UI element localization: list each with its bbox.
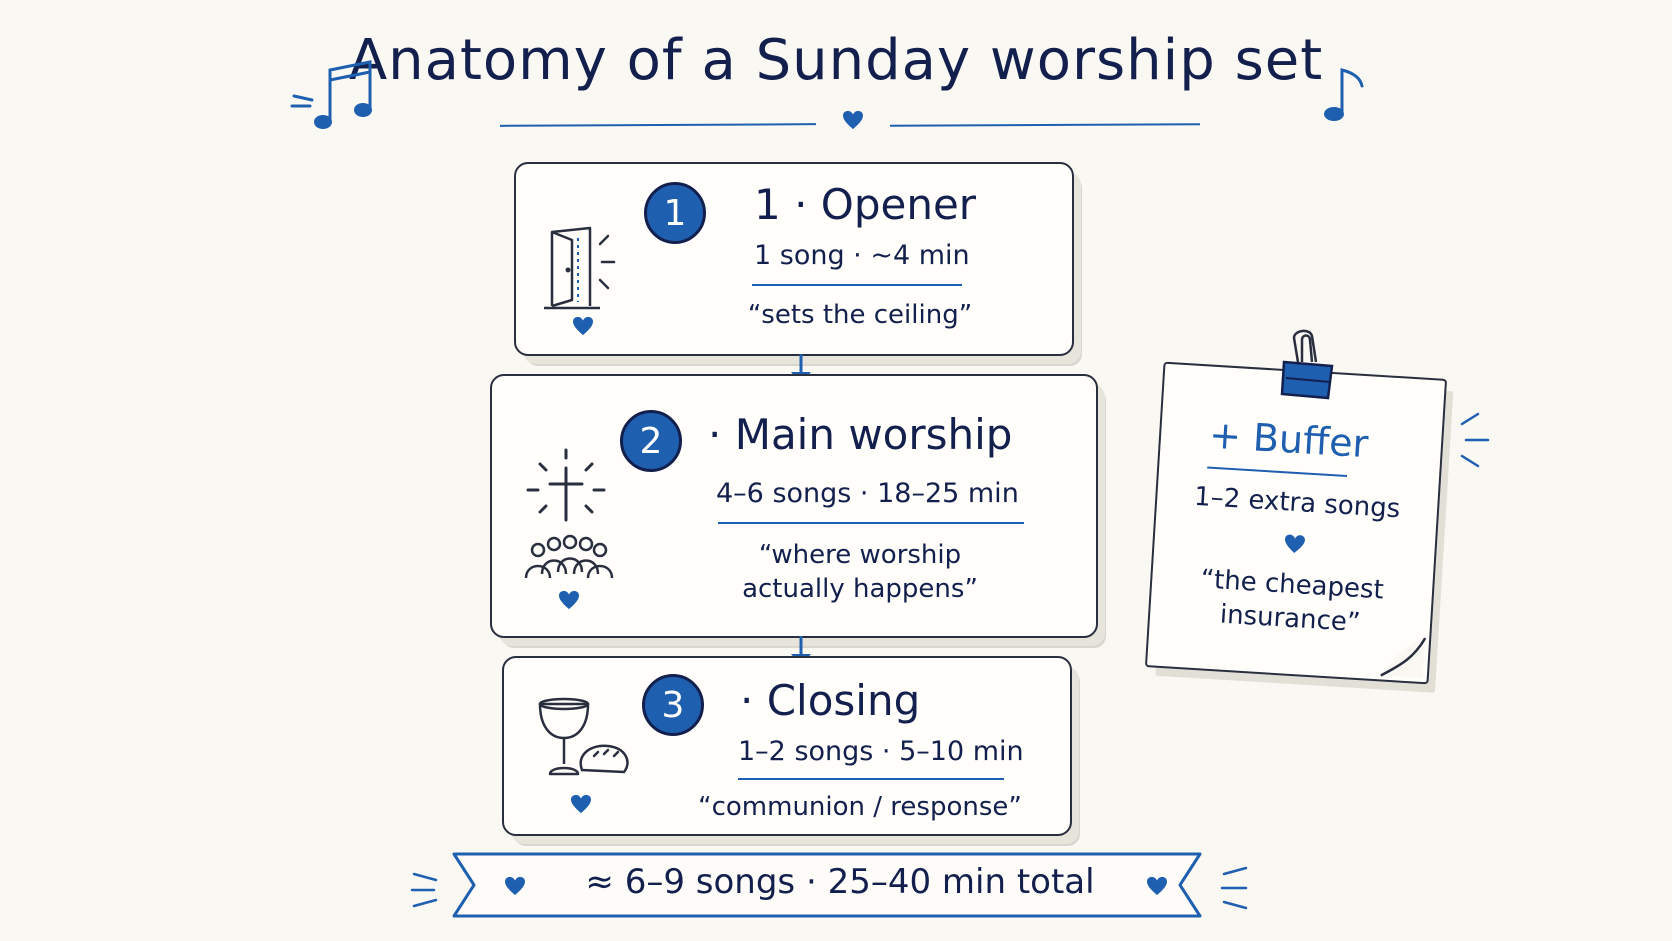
buffer-meta: 1–2 extra songs	[1193, 481, 1402, 525]
step-underline-closing	[738, 778, 1004, 780]
step-quote-main-worship: “where worship actually happens”	[742, 540, 978, 604]
step-meta-opener: 1 song · ~4 min	[754, 240, 970, 271]
heart-icon	[571, 794, 591, 814]
step-underline-main-worship	[718, 522, 1024, 524]
heart-icon	[573, 316, 593, 336]
heart-icon	[843, 110, 863, 130]
chalice-bread-icon	[538, 697, 629, 776]
step-meta-closing: 1–2 songs · 5–10 min	[738, 736, 1024, 767]
heart-icon	[1147, 876, 1167, 896]
buffer-quote: “the cheapest insurance”	[1199, 564, 1385, 639]
door-icon	[544, 226, 616, 310]
step-underline-opener	[752, 284, 962, 286]
step-title-closing: · Closing	[740, 676, 921, 725]
step-meta-main-worship: 4–6 songs · 18–25 min	[716, 478, 1019, 509]
music-note-right-icon	[1324, 68, 1364, 121]
step-quote-opener: “sets the ceiling”	[747, 300, 973, 330]
step-card-opener	[514, 162, 1074, 356]
music-note-left-icon	[290, 60, 372, 129]
title-underline-right	[889, 123, 1201, 127]
step-badge-1: 1	[644, 182, 706, 244]
page-curl-icon	[1380, 637, 1427, 679]
title-underline-left	[499, 123, 817, 127]
total-banner-shape	[410, 852, 1248, 918]
step-title-opener: 1 · Opener	[754, 180, 977, 229]
heart-icon	[1285, 534, 1305, 554]
heart-icon	[505, 876, 525, 896]
step-title-main-worship: · Main worship	[708, 410, 1013, 459]
cross-congregation-icon	[524, 448, 614, 579]
buffer-underline	[1207, 466, 1348, 478]
buffer-title: + Buffer	[1207, 412, 1370, 467]
step-card-main-worship	[490, 374, 1098, 638]
total-summary: ≈ 6–9 songs · 25–40 min total	[585, 862, 1095, 902]
buffer-note: + Buffer 1–2 extra songs “the cheapest i…	[1144, 361, 1448, 685]
step-badge-3: 3	[642, 674, 704, 736]
page-title: Anatomy of a Sunday worship set	[348, 28, 1324, 93]
motion-marks-icon	[1460, 412, 1490, 468]
heart-icon	[559, 590, 579, 610]
binder-clip-icon	[1280, 329, 1334, 400]
step-quote-closing: “communion / response”	[698, 792, 1022, 822]
step-badge-2: 2	[620, 410, 682, 472]
